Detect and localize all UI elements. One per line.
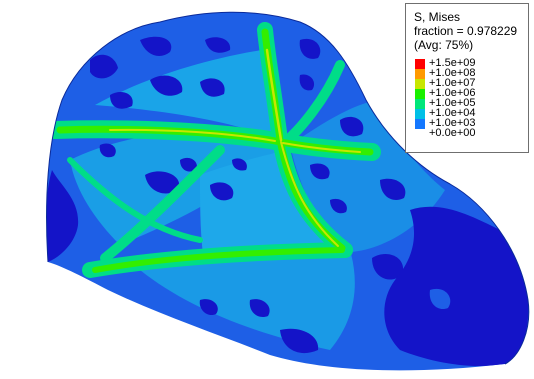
stress-band-peak [109,48,361,247]
legend-color-swatch [415,99,425,109]
legend-averaging: (Avg: 75%) [414,38,474,52]
legend-color-swatch [415,59,425,69]
panel-upper [95,50,278,140]
legend-level-label: +1.0e+04 [429,107,476,119]
panel-right [290,100,445,252]
panel-lower [140,250,355,350]
contour-legend: S, Mises fraction = 0.978229 (Avg: 75%) … [405,3,529,153]
legend-level-label: +0.0e+00 [429,127,476,139]
legend-level-label: +1.5e+09 [429,57,476,69]
low-stress-patches [46,36,529,367]
legend-color-swatch [415,109,425,119]
legend-color-swatch [415,89,425,99]
legend-level-label: +1.0e+03 [429,117,476,129]
legend-level-label: +1.0e+06 [429,87,476,99]
legend-color-swatch [415,79,425,89]
panel-center [200,150,340,268]
legend-fraction: fraction = 0.978229 [414,24,518,38]
legend-color-swatch [415,119,425,129]
legend-color-swatch [415,69,425,79]
shell-outline [46,11,530,365]
legend-level-label: +1.0e+05 [429,97,476,109]
legend-level-label: +1.0e+08 [429,67,476,79]
legend-level-label: +1.0e+07 [429,77,476,89]
legend-variable-title: S, Mises [414,10,461,24]
